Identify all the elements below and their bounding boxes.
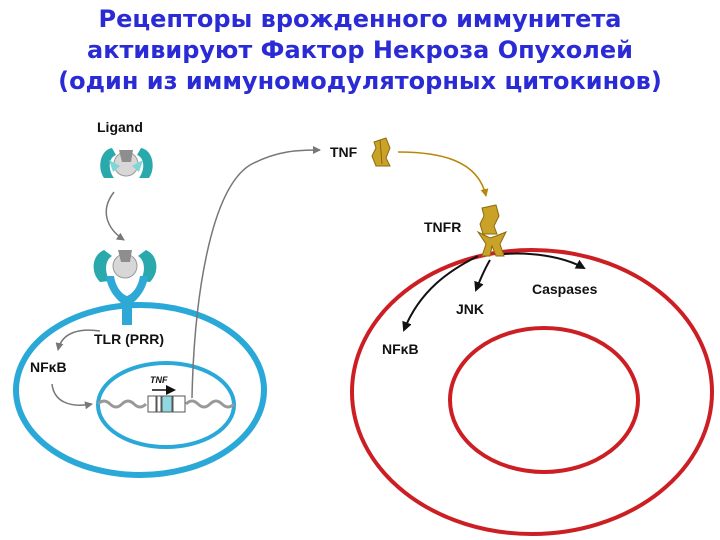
arrow-tnfr-to-jnk bbox=[474, 259, 491, 292]
tnf-gene-icon bbox=[96, 385, 236, 413]
slide-title: Рецепторы врожденного иммунитета активир… bbox=[0, 4, 720, 97]
arrow-tlr-to-nfkb bbox=[55, 329, 101, 351]
arrow-tnfr-to-nfkb bbox=[402, 255, 479, 332]
target-cell bbox=[350, 248, 714, 536]
title-line-1: Рецепторы врожденного иммунитета bbox=[98, 5, 622, 33]
arrow-tnfr-to-caspases bbox=[503, 252, 586, 269]
bound-ligand-icon bbox=[93, 250, 157, 282]
tnfr-receptor-icon bbox=[476, 204, 508, 257]
cell-membrane-left bbox=[13, 302, 267, 478]
title-line-3: (один из иммуномодуляторных цитокинов) bbox=[58, 67, 662, 95]
tlr-label: TLR (PRR) bbox=[94, 331, 164, 347]
tnf-protein-icon bbox=[371, 137, 391, 167]
tnf-gene-label: TNF bbox=[150, 375, 168, 385]
ligand-label: Ligand bbox=[97, 119, 143, 135]
nfkb-left-label: NFκB bbox=[30, 359, 67, 375]
nucleus-right bbox=[448, 326, 640, 474]
arrow-tnf-to-tnfr bbox=[397, 151, 489, 197]
arrow-nfkb-to-gene bbox=[51, 383, 93, 410]
caspases-label: Caspases bbox=[532, 281, 598, 297]
arrow-gene-to-tnf bbox=[191, 146, 321, 399]
tlr-receptor-icon bbox=[106, 276, 148, 325]
ligand-icon bbox=[100, 148, 153, 178]
tnfr-label: TNFR bbox=[424, 219, 461, 235]
cell-membrane-right bbox=[350, 248, 714, 536]
arrow-ligand-to-receptor bbox=[105, 191, 125, 241]
title-line-2: активируют Фактор Некроза Опухолей bbox=[87, 36, 633, 64]
jnk-label: JNK bbox=[456, 301, 484, 317]
tnf-label: TNF bbox=[330, 144, 358, 160]
nfkb-right-label: NFκB bbox=[382, 341, 419, 357]
